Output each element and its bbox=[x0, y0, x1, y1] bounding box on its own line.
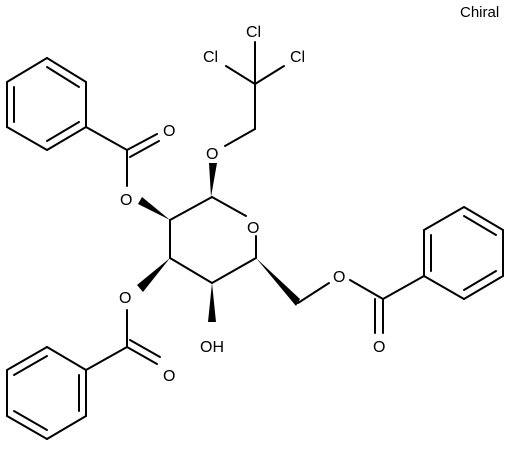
anomeric-wedge-bond bbox=[209, 163, 217, 197]
c3-benzoate-bonds bbox=[6, 309, 161, 440]
hydroxyl-label: OH bbox=[200, 339, 224, 356]
chlorine-right-label: Cl bbox=[290, 49, 305, 66]
ring-oxygen-label: O bbox=[247, 220, 259, 237]
c2-benzoate-bonds bbox=[6, 57, 160, 187]
c2-ester-oxygen-label: O bbox=[120, 192, 132, 209]
c2-wedge-bond bbox=[138, 197, 170, 220]
ether-oxygen-label: O bbox=[206, 146, 218, 163]
trichloroethyl-group bbox=[224, 41, 285, 147]
c3-carbonyl-oxygen-label: O bbox=[163, 368, 175, 385]
c6-wedge-bond bbox=[256, 258, 300, 306]
chlorine-left-label: Cl bbox=[203, 49, 218, 66]
c4-wedge-bond bbox=[208, 283, 216, 322]
chiral-label: Chiral bbox=[460, 4, 499, 21]
chlorine-top-label: Cl bbox=[246, 24, 261, 41]
c2-carbonyl-oxygen-label: O bbox=[163, 123, 175, 140]
c3-wedge-bond bbox=[137, 258, 170, 292]
c6-benzoate-bonds bbox=[297, 206, 504, 334]
c6-ester-oxygen-label: O bbox=[333, 269, 345, 286]
pyranose-ring bbox=[169, 196, 257, 284]
c6-carbonyl-oxygen-label: O bbox=[373, 339, 385, 356]
c3-ester-oxygen-label: O bbox=[119, 290, 131, 307]
